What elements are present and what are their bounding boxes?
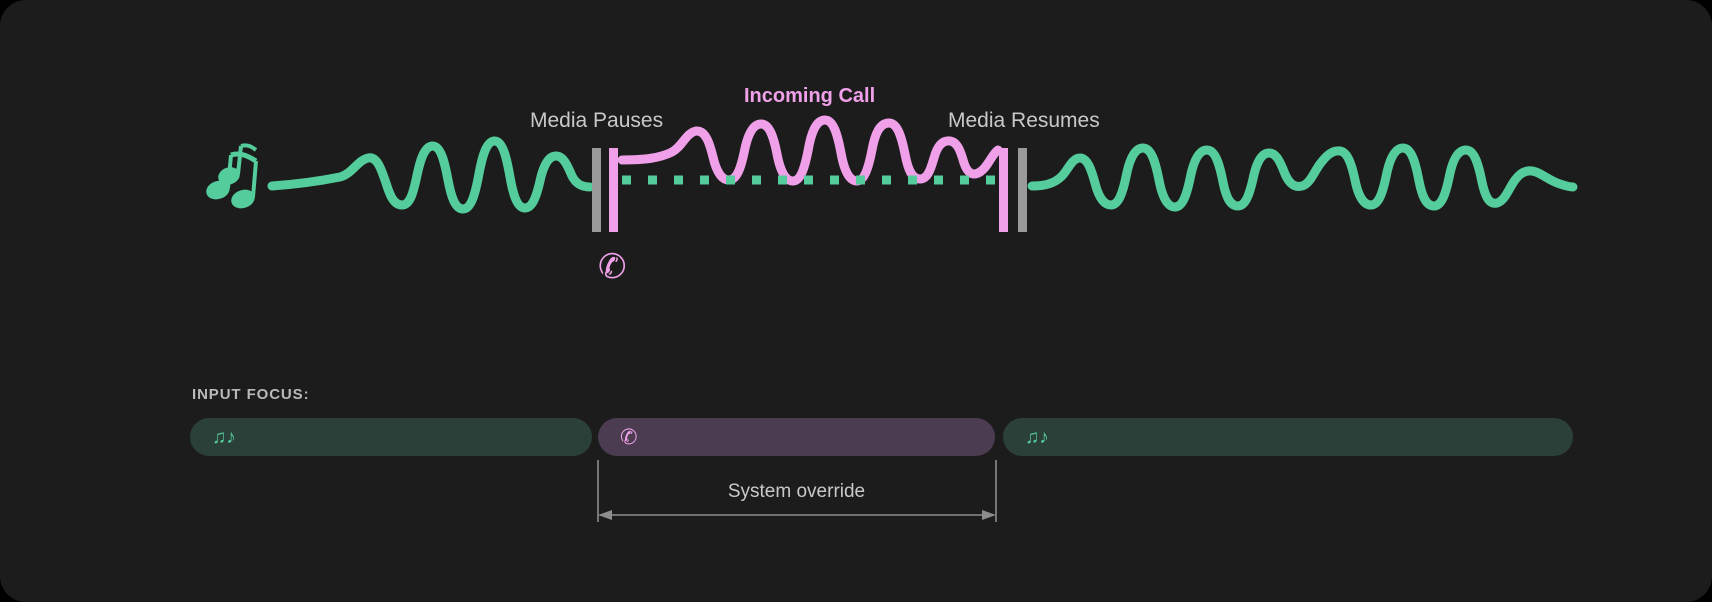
pause-bar-pink (609, 148, 618, 232)
label-incoming-call: Incoming Call (744, 85, 876, 107)
waveform-incoming-call (617, 115, 1003, 186)
waveform-media-right (1027, 143, 1578, 212)
pause-bar-gray (592, 148, 601, 232)
focus-track-media-left[interactable]: ♫♪ (190, 418, 592, 456)
input-focus-heading: INPUT FOCUS: (192, 386, 310, 403)
system-override-label: System override (727, 481, 866, 502)
music-note-icon: ♫♪ (212, 426, 236, 448)
override-arrow-head-left (598, 510, 612, 520)
focus-track-call[interactable]: ✆ (598, 418, 995, 456)
label-media-pauses: Media Pauses (530, 109, 664, 132)
music-note-icon: ♫♪ (1025, 426, 1049, 448)
focus-track-media-right[interactable]: ♫♪ (1003, 418, 1573, 456)
music-note-icon (206, 143, 258, 209)
override-arrow-head-right (982, 510, 996, 520)
resume-bar-gray (1018, 148, 1027, 232)
resume-bar-pink (999, 148, 1008, 232)
phone-icon: ✆ (620, 425, 638, 449)
waveform-media-left (267, 136, 595, 214)
label-media-resumes: Media Resumes (948, 109, 1100, 132)
phone-icon: ✆ (598, 248, 627, 286)
